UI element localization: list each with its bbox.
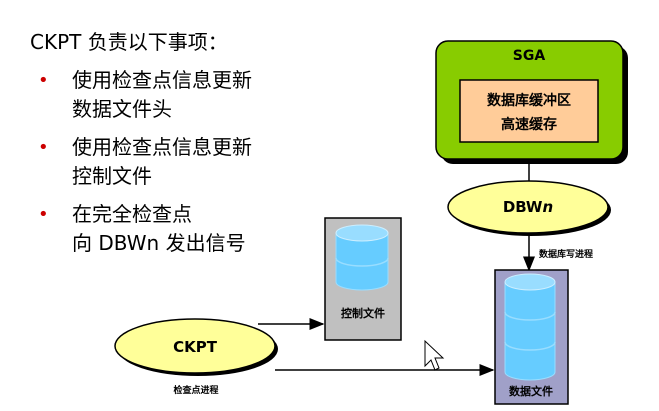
bullet-line: 数据文件头 xyxy=(72,97,172,121)
bullet-line: 向 DBWn 发出信号 xyxy=(72,231,246,255)
buffer-cache-box: 数据库缓冲区 高速缓存 xyxy=(459,79,599,143)
data-file-cylinder-icon xyxy=(504,273,556,381)
dbwn-process: DBWn xyxy=(447,180,611,236)
bullet-line: 控制文件 xyxy=(72,164,152,188)
bullet-list: • 使用检查点信息更新 数据文件头 • 使用检查点信息更新 控制文件 • 在完全… xyxy=(38,66,252,267)
bullet-line: 使用检查点信息更新 xyxy=(72,68,252,92)
ckpt-process: CKPT xyxy=(114,318,278,376)
bullet-dot-icon: • xyxy=(38,204,49,225)
bullet-item: • 使用检查点信息更新 控制文件 xyxy=(38,133,252,191)
dbwn-process-label: 数据库写进程 xyxy=(539,248,593,260)
mouse-cursor-icon xyxy=(424,339,445,371)
bullet-item: • 在完全检查点 向 DBWn 发出信号 xyxy=(38,200,252,258)
buffer-cache-line2: 高速缓存 xyxy=(501,116,557,133)
buffer-cache-line1: 数据库缓冲区 xyxy=(487,92,571,109)
bullet-dot-icon: • xyxy=(38,70,49,91)
control-file-box: 控制文件 xyxy=(324,217,402,341)
dbwn-label: DBWn xyxy=(503,198,553,216)
bullet-line: 使用检查点信息更新 xyxy=(72,135,252,159)
sga-label: SGA xyxy=(513,48,546,64)
bullet-item: • 使用检查点信息更新 数据文件头 xyxy=(38,66,252,124)
bullet-dot-icon: • xyxy=(38,137,49,158)
control-file-label: 控制文件 xyxy=(341,306,385,320)
data-file-box: 数据文件 xyxy=(494,269,569,405)
slide-title: CKPT 负责以下事项： xyxy=(30,30,228,54)
data-file-label: 数据文件 xyxy=(509,384,553,398)
ckpt-label: CKPT xyxy=(173,338,218,356)
ckpt-process-label: 检查点进程 xyxy=(173,384,218,396)
bullet-line: 在完全检查点 xyxy=(72,202,192,226)
control-file-cylinder-icon xyxy=(335,224,389,291)
